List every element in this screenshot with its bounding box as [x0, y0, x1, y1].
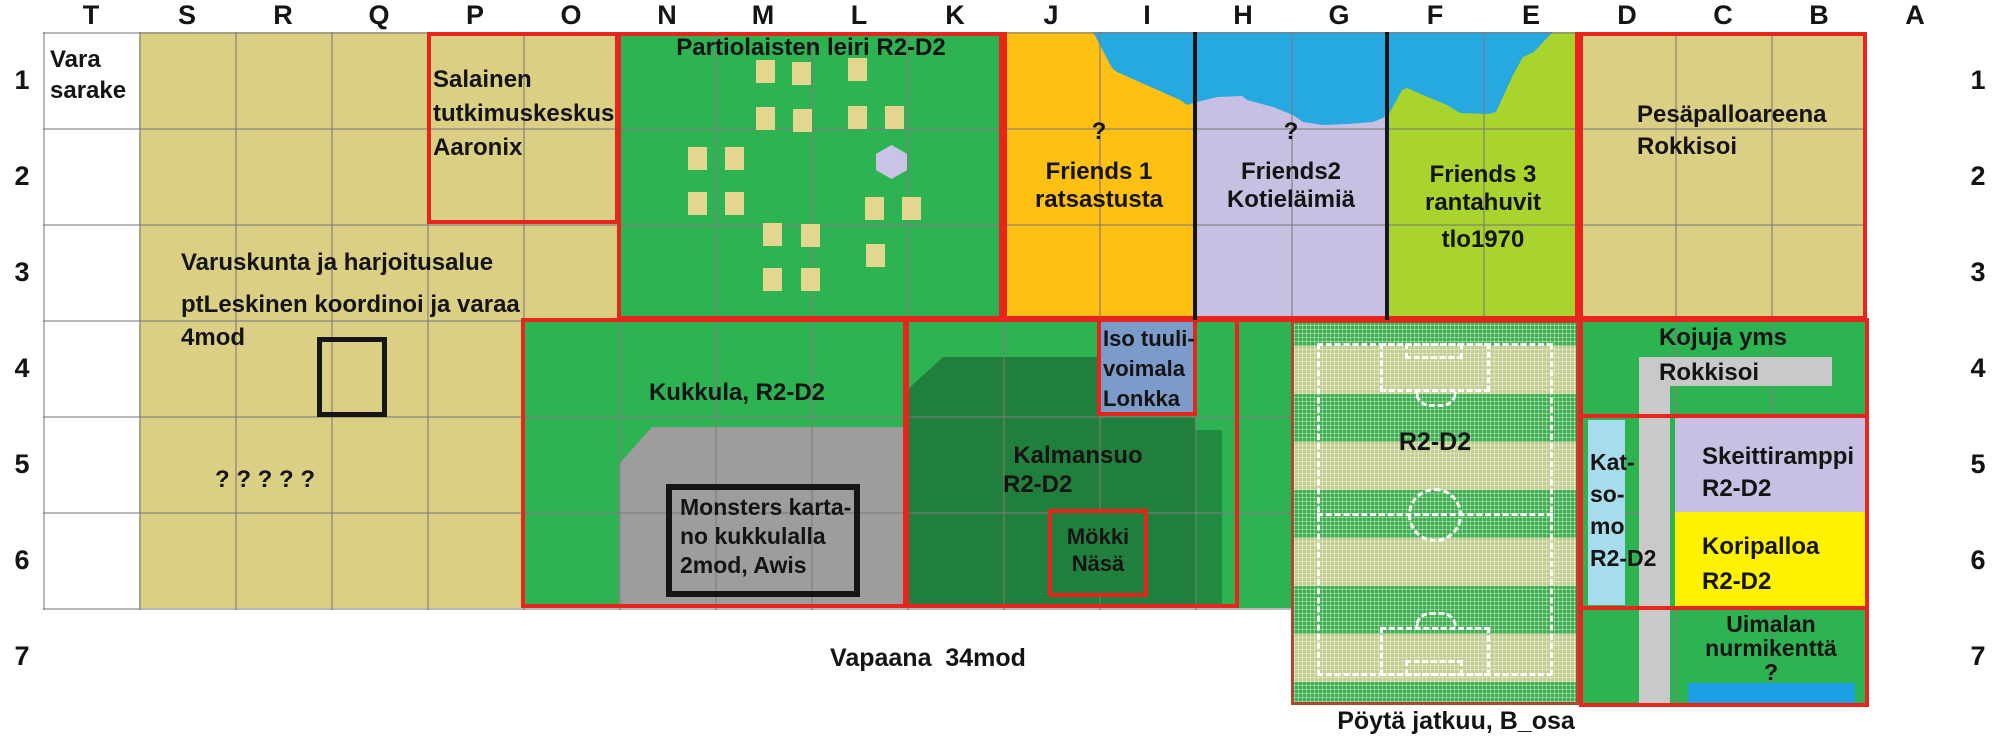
friends2-question: ?: [1283, 118, 1299, 145]
monsters-line1: Monsters karta-: [680, 494, 852, 520]
row-number-left-6: 6: [14, 544, 30, 575]
tent-icon: [756, 107, 775, 130]
row-number-left-7: 7: [14, 640, 30, 671]
friends1-line1: Friends 1: [1045, 158, 1153, 185]
friends1-line2: ratsastusta: [1034, 186, 1164, 213]
row-number-left-2: 2: [14, 160, 30, 191]
tent-icon: [801, 268, 820, 291]
tent-icon: [801, 224, 820, 247]
kojuja-rokkisoi-label: Rokkisoi: [1658, 359, 1760, 386]
region-tan-p[interactable]: [427, 320, 523, 608]
tent-icon: [756, 60, 775, 83]
tent-icon: [725, 147, 744, 170]
region-soccer-field[interactable]: R2-D2: [1291, 320, 1579, 705]
column-header-I: I: [1143, 0, 1151, 30]
tent-icon: [792, 62, 811, 85]
salainen-label: Salainen tutkimuskeskus Aaronix: [433, 66, 615, 161]
column-header-B: B: [1809, 0, 1829, 30]
monsters-line2: no kukkulalla: [680, 523, 826, 549]
friends3-line1: Friends 3: [1429, 161, 1537, 188]
tent-icon: [866, 244, 885, 267]
mokki-label: Mökki Näsä: [1066, 524, 1130, 576]
region-strip-green[interactable]: [1237, 320, 1291, 608]
region-kalmansuo-band: [1195, 430, 1222, 608]
column-header-K: K: [945, 0, 965, 30]
column-header-G: G: [1328, 0, 1350, 30]
row-number-left-5: 5: [14, 448, 30, 479]
friends1-question: ?: [1091, 118, 1107, 145]
friends2-line2: Kotieläimiä: [1226, 186, 1356, 213]
row-number-right-7: 7: [1970, 640, 1986, 671]
column-header-Q: Q: [368, 0, 390, 30]
region-tan-main[interactable]: [139, 32, 427, 608]
column-header-J: J: [1043, 0, 1059, 30]
field-arc-bottom: [1415, 612, 1457, 627]
koripallo-label: Koripalloa R2-D2: [1702, 533, 1820, 595]
reserved-black-rect: [317, 337, 387, 417]
tent-icon: [793, 109, 812, 132]
row-number-left-1: 1: [14, 64, 30, 95]
uimala-label: Uimalan nurmikenttä ?: [1705, 611, 1837, 685]
row-number-right-3: 3: [1970, 256, 1986, 287]
column-header-T: T: [82, 0, 100, 30]
friends2-line1: Friends2: [1240, 158, 1342, 185]
tent-icon: [885, 106, 904, 129]
partiolaiset-title: Partiolaisten leiri R2-D2: [676, 34, 946, 61]
column-header-P: P: [465, 0, 484, 30]
row-number-right-6: 6: [1970, 544, 1986, 575]
katsomo-label: Kat- so- mo R2-D2: [1590, 449, 1657, 571]
tent-icon: [902, 197, 921, 220]
field-goalbox-top: [1405, 343, 1463, 359]
row-number-right-2: 2: [1970, 160, 1986, 191]
field-goalbox-bottom: [1405, 660, 1463, 676]
column-header-N: N: [657, 0, 677, 30]
column-header-L: L: [850, 0, 868, 30]
tent-icon: [763, 223, 782, 246]
varuskunta-questions: ? ? ? ? ?: [215, 466, 315, 493]
kalmansuo-label: Kalmansuo R2-D2: [1003, 442, 1143, 498]
row-number-right-5: 5: [1970, 448, 1986, 479]
field-center-circle: [1408, 488, 1462, 542]
tent-icon: [763, 268, 782, 291]
column-header-D: D: [1617, 0, 1637, 30]
tent-icon: [688, 147, 707, 170]
column-header-M: M: [751, 0, 775, 30]
column-header-E: E: [1521, 0, 1540, 30]
varuskunta-line1: Varuskunta ja harjoitusalue: [181, 249, 494, 276]
tent-icon: [848, 106, 867, 129]
tent-icon: [865, 197, 884, 220]
kojuja-label: Kojuja yms: [1658, 324, 1788, 351]
skeittiramppi-label: Skeittiramppi R2-D2: [1702, 443, 1855, 502]
varuskunta-line2: ptLeskinen koordinoi ja varaa: [181, 291, 520, 318]
region-pesapallo[interactable]: [1579, 32, 1867, 320]
friends3-line2: rantahuvit: [1424, 189, 1541, 216]
poyta-label: Pöytä jatkuu, B_osa: [1337, 707, 1575, 735]
vara-sarake-label: Vara sarake: [50, 46, 127, 104]
row-number-right-1: 1: [1970, 64, 1986, 95]
row-number-left-3: 3: [14, 256, 30, 287]
tent-icon: [688, 192, 707, 215]
kukkula-label: Kukkula, R2-D2: [648, 379, 826, 406]
pesapallo-label: Pesäpalloareena Rokkisoi: [1637, 101, 1827, 160]
tuulivoimala-label: Iso tuuli- voimala Lonkka: [1103, 326, 1195, 411]
column-header-H: H: [1233, 0, 1253, 30]
column-header-C: C: [1713, 0, 1733, 30]
vapaana-label: Vapaana 34mod: [830, 644, 1026, 672]
column-header-S: S: [177, 0, 196, 30]
row-number-right-4: 4: [1970, 352, 1986, 383]
column-header-A: A: [1905, 0, 1925, 30]
row-number-left-4: 4: [14, 352, 30, 383]
column-header-R: R: [273, 0, 293, 30]
tent-icon: [725, 192, 744, 215]
friends3-line3: tlo1970: [1441, 226, 1525, 253]
column-header-F: F: [1426, 0, 1444, 30]
monsters-line3: 2mod, Awis: [680, 552, 807, 578]
monsters-box[interactable]: Monsters karta- no kukkulalla 2mod, Awis: [666, 484, 860, 597]
column-header-O: O: [560, 0, 582, 30]
field-label: R2-D2: [1398, 428, 1472, 456]
pool-icon: [1688, 683, 1855, 704]
varuskunta-line3: 4mod: [181, 324, 246, 351]
